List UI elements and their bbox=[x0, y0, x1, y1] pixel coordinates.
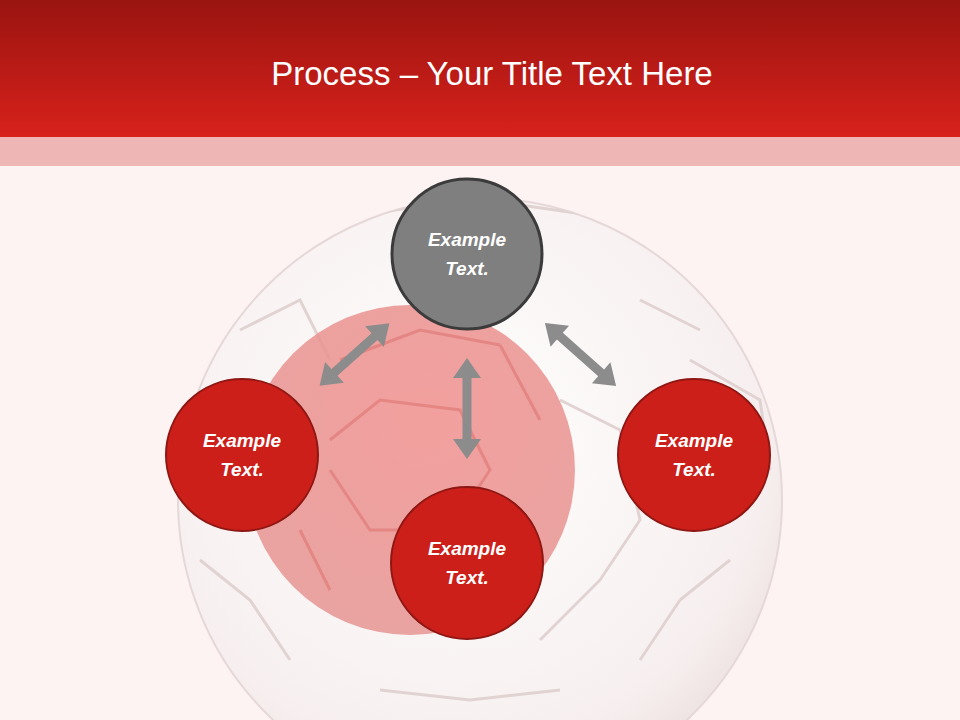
arrow-shape bbox=[453, 358, 481, 459]
circle-outline bbox=[164, 377, 320, 533]
process-circle: Example Text. bbox=[389, 485, 545, 641]
circle-outline bbox=[616, 377, 772, 533]
circle-shape bbox=[392, 179, 542, 329]
circle-shape bbox=[618, 379, 770, 531]
circle-outline bbox=[389, 485, 545, 641]
node-text: Example Text. bbox=[419, 534, 515, 592]
circle-content: Example Text. bbox=[389, 485, 545, 641]
double-arrow bbox=[545, 323, 616, 386]
circle-content: Example Text. bbox=[616, 377, 772, 533]
process-circle: Example Text. bbox=[164, 377, 320, 533]
process-circle: Example Text. bbox=[389, 176, 545, 332]
node-text: Example Text. bbox=[194, 426, 290, 484]
node-text: Example Text. bbox=[646, 426, 742, 484]
circle-content: Example Text. bbox=[389, 176, 545, 332]
slide-title: Process – Your Title Text Here bbox=[24, 52, 960, 96]
arrow-shape bbox=[320, 323, 390, 385]
circle-shape bbox=[166, 379, 318, 531]
circle-content: Example Text. bbox=[164, 377, 320, 533]
arrow-shape bbox=[545, 323, 616, 386]
node-text: Example Text. bbox=[419, 225, 515, 283]
process-circle: Example Text. bbox=[616, 377, 772, 533]
double-arrow bbox=[453, 358, 481, 459]
circle-shape bbox=[391, 487, 543, 639]
double-arrow bbox=[320, 323, 390, 385]
circle-outline bbox=[389, 176, 545, 332]
